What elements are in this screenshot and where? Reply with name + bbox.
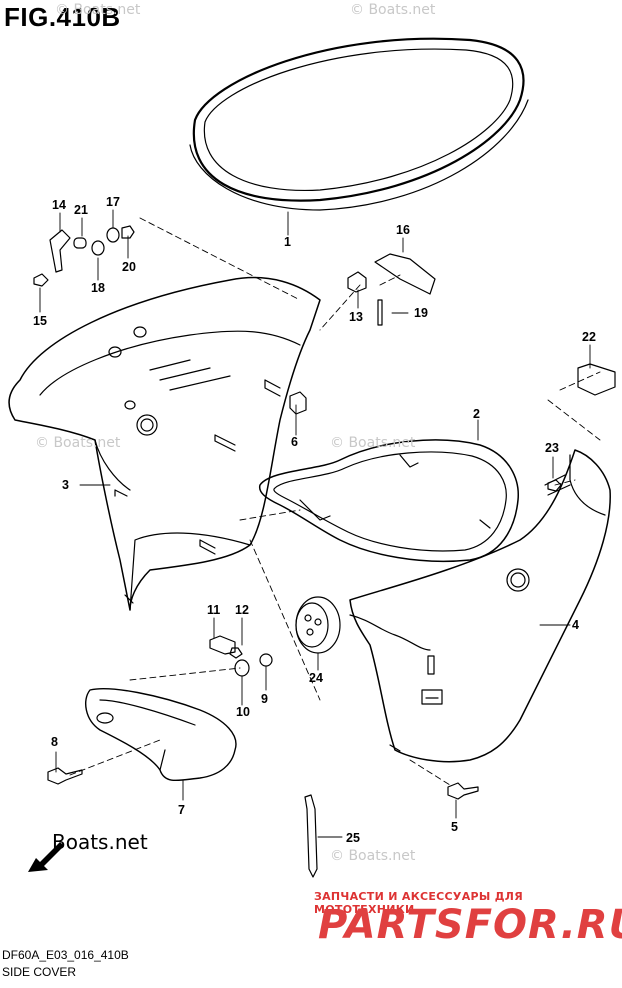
callout-23: 23 [545,441,559,455]
callout-11: 11 [207,603,220,617]
part-14-clip [49,229,71,273]
part-3-left-cover [8,276,321,611]
callout-2: 2 [473,407,480,421]
part-8-screw [47,767,83,785]
part-20-bushing [121,225,135,239]
ad-logo: PARTSFOR.RU [318,902,622,948]
watermark-4: © Boats.net [330,435,416,451]
callout-25: 25 [346,831,360,845]
part-11-clip [209,635,236,655]
part-1-seal [189,37,529,211]
callout-13: 13 [349,310,363,324]
callout-12: 12 [235,603,249,617]
part-2-lower-frame [258,439,519,563]
callout-14: 14 [52,198,66,212]
callout-6: 6 [291,435,298,449]
part-18-washer [91,240,105,256]
part-25-strap [304,794,318,878]
part-12-screw [229,647,243,659]
callout-24: 24 [309,671,323,685]
callout-labels: 1 2 3 4 5 6 7 8 9 10 11 12 13 14 15 16 1… [33,195,596,845]
watermark-2: © Boats.net [350,2,436,18]
callout-4: 4 [572,618,579,632]
part-5-screw [447,782,479,800]
callout-21: 21 [74,203,88,217]
part-13-grommet [347,271,367,293]
part-16-latch [374,253,436,295]
watermark-5: © Boats.net [330,848,416,864]
watermark-3: © Boats.net [35,435,121,451]
diagram-caption: SIDE COVER [2,965,77,979]
callout-17: 17 [106,195,120,209]
alignment-lines [69,217,601,786]
leader-lines [39,209,591,838]
callout-3: 3 [62,478,69,492]
callout-22: 22 [582,330,596,344]
part-9-collar [259,653,273,667]
part-23-screw [547,479,562,492]
boats-net-logo: Boats.net [52,830,148,854]
callout-15: 15 [33,314,47,328]
callout-7: 7 [178,803,185,817]
ad-tagline: ЗАПЧАСТИ И АКСЕССУАРЫ ДЛЯ МОТОТЕХНИКИ [314,890,524,916]
part-24-grommet [295,596,341,654]
callout-16: 16 [396,223,410,237]
page-title: FIG.410B [4,2,121,32]
part-6-bushing [289,391,307,415]
diagram-code: DF60A_E03_016_410B [2,948,129,962]
part-4-right-cover [349,449,611,763]
callout-20: 20 [122,260,136,274]
callout-1: 1 [284,235,291,249]
forward-arrow-icon [28,842,64,872]
part-7-bracket [84,688,237,782]
small-parts [33,225,616,878]
part-15-screw [33,273,49,287]
boats-net-logo-text: Boats.net [52,830,148,854]
part-19-pin [377,299,383,326]
callout-10: 10 [236,705,250,719]
part-10-grommet [234,659,250,677]
part-21-pin [73,237,87,249]
callout-9: 9 [261,692,268,706]
callout-19: 19 [414,306,428,320]
part-17-washer [106,227,120,243]
callout-18: 18 [91,281,105,295]
callout-8: 8 [51,735,58,749]
watermark-1: © Boats.net [55,2,141,18]
callout-5: 5 [451,820,458,834]
